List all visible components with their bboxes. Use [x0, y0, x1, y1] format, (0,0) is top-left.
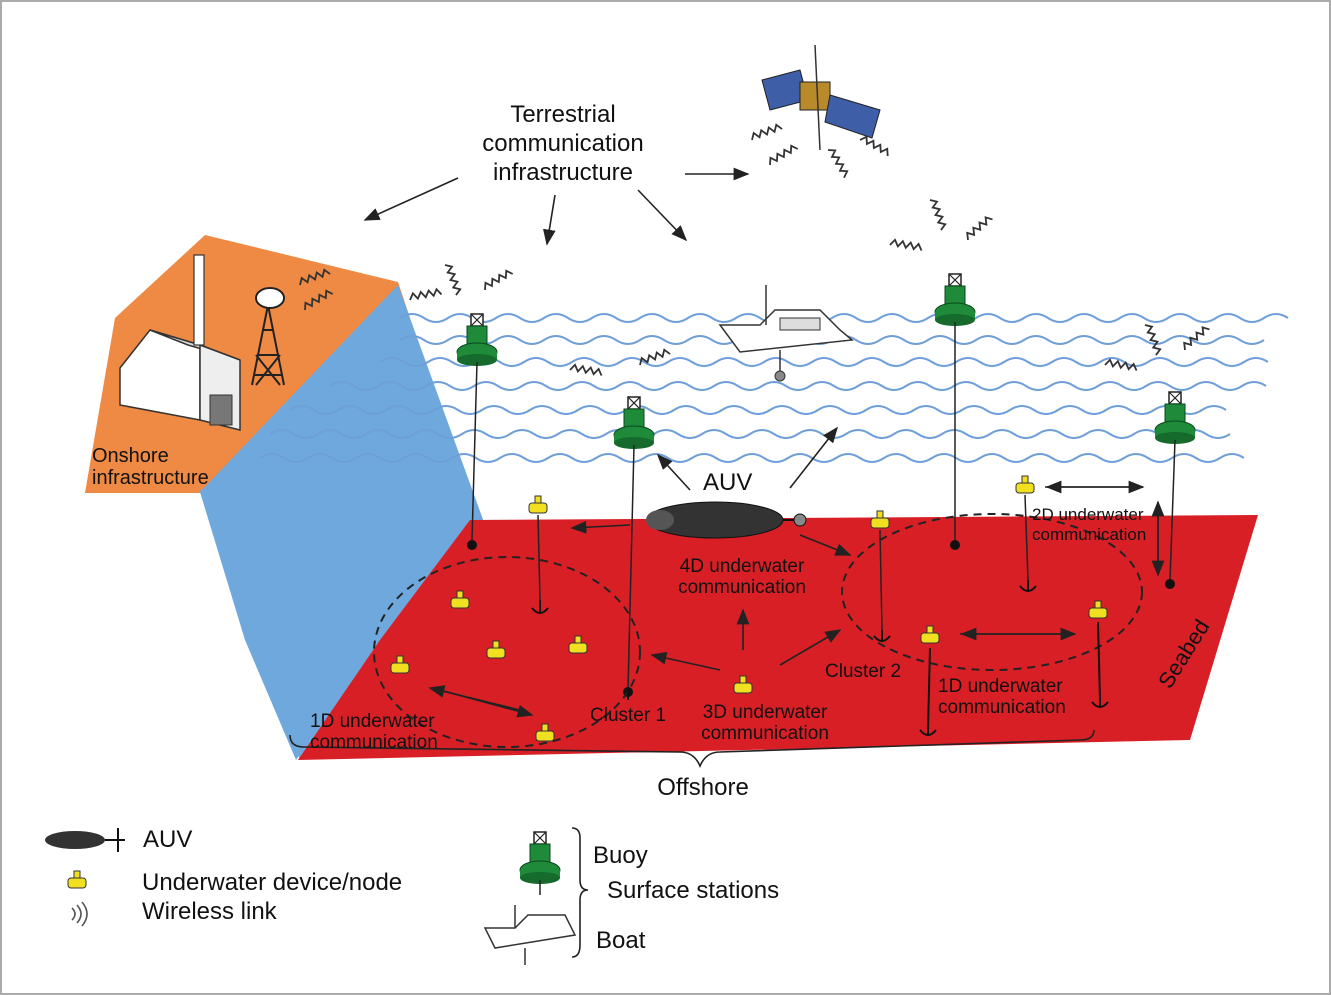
boat-icon	[718, 285, 854, 382]
seabed-plane	[298, 515, 1258, 760]
offshore-brace	[289, 729, 1095, 769]
legend-wireless-icon	[71, 901, 88, 927]
auv-arrows	[570, 426, 852, 556]
legend: AUV Underwater device/node Wireless link…	[45, 826, 779, 965]
onshore-label-line2: infrastructure	[92, 467, 209, 489]
comm-4d-label-line2: communication	[678, 577, 806, 598]
legend-buoy-icon	[519, 831, 561, 895]
cluster-1-boundary	[373, 556, 641, 748]
cluster-2-label: Cluster 2	[825, 661, 901, 682]
legend-node-label: Underwater device/node	[142, 869, 402, 896]
terrestrial-label: Terrestrial communication infrastructure	[482, 101, 643, 186]
cluster-1-label: Cluster 1	[590, 705, 666, 726]
sea-wall-face	[200, 285, 485, 760]
legend-buoy-label: Buoy	[593, 842, 648, 869]
buoy-4	[1104, 322, 1211, 589]
comm-1d-right-label-line2: communication	[938, 697, 1066, 718]
legend-node-icon	[67, 870, 87, 889]
legend-boat-icon	[483, 905, 577, 965]
terrestrial-arrows	[363, 167, 750, 246]
comm-3d-label-line1: 3D underwater	[703, 702, 828, 723]
legend-boat-label: Boat	[596, 927, 646, 954]
legend-surface-stations-label: Surface stations	[607, 877, 779, 904]
legend-brace	[571, 827, 589, 958]
sea-surface-waves	[259, 313, 1289, 463]
terrestrial-label-line2: communication	[482, 130, 643, 157]
buoy-3	[889, 197, 994, 550]
cluster-2-boundary	[841, 513, 1143, 671]
legend-auv-icon	[45, 828, 125, 852]
terrestrial-label-line3: infrastructure	[493, 159, 633, 186]
buoy-1	[408, 262, 514, 550]
satellite-icon	[749, 44, 892, 179]
comm-2d-label-line1: 2D underwater	[1032, 505, 1144, 524]
comm-2d-label-line2: communication	[1032, 525, 1146, 544]
underwater-arrows	[428, 480, 1165, 718]
onshore-building	[119, 254, 241, 431]
legend-auv-label: AUV	[143, 826, 192, 853]
comm-4d-label-line1: 4D underwater	[680, 556, 805, 577]
radio-tower	[251, 267, 334, 386]
comm-3d-label-line2: communication	[701, 723, 829, 744]
onshore-land	[85, 235, 418, 493]
terrestrial-label-line1: Terrestrial	[510, 101, 615, 128]
comm-1d-right-label-line1: 1D underwater	[938, 676, 1063, 697]
offshore-label: Offshore	[657, 774, 749, 801]
comm-1d-left-label-line1: 1D underwater	[310, 711, 435, 732]
onshore-label-line1: Onshore	[92, 445, 169, 467]
auv-icon	[646, 501, 807, 539]
anchors	[531, 580, 1109, 736]
floating-nodes	[528, 475, 1035, 631]
legend-wireless-label: Wireless link	[142, 898, 278, 925]
comm-1d-left-label-line2: communication	[310, 732, 438, 753]
auv-label: AUV	[703, 469, 752, 496]
